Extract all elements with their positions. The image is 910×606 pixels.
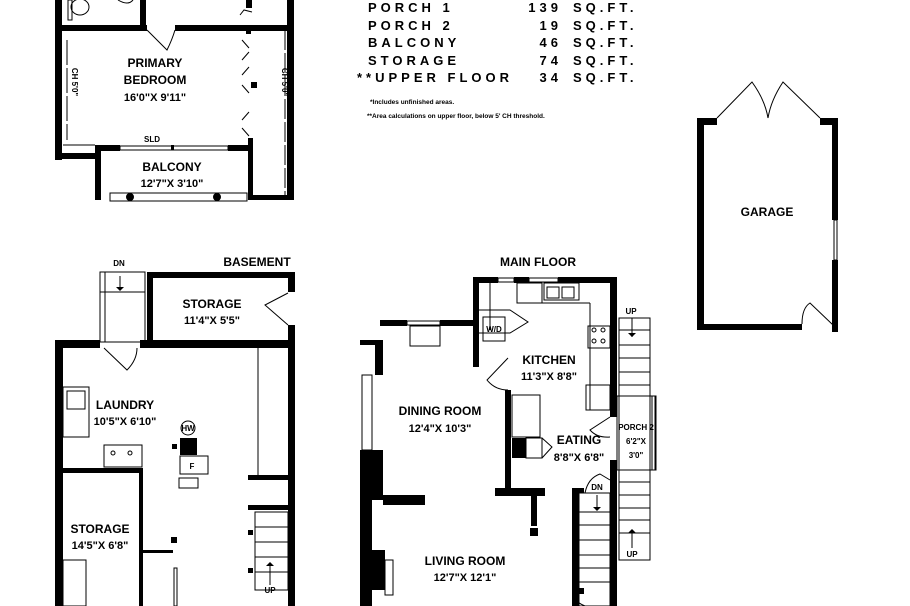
primary-bedroom-label: BEDROOM <box>124 73 187 87</box>
balcony-label: BALCONY <box>142 160 201 174</box>
area-label: PORCH 2 <box>368 18 454 33</box>
area-value: 19 <box>540 18 562 33</box>
stair-down-label: DN <box>113 259 125 268</box>
area-label: PORCH 1 <box>368 0 454 15</box>
interior-stairs <box>572 473 611 606</box>
living-room-label: LIVING ROOM <box>425 554 506 568</box>
kitchen-label: KITCHEN <box>522 353 575 367</box>
basement: BASEMENT DN STORAGE 11'4"X 5'5" LAUNDRY … <box>55 255 295 606</box>
area-value: 74 <box>540 53 562 68</box>
basement-stairs <box>248 511 289 591</box>
garage-label: GARAGE <box>741 205 794 219</box>
area-unit: SQ.FT. <box>573 0 637 15</box>
area-value: 46 <box>540 35 562 50</box>
primary-bedroom-dims: 16'0"X 9'11" <box>124 92 186 104</box>
laundry-dims: 10'5"X 6'10" <box>94 416 157 428</box>
washer-dryer-label: W/D <box>486 325 502 334</box>
storage-bottom-dims: 14'5"X 6'8" <box>72 540 129 552</box>
area-value: 34 <box>540 70 562 85</box>
ceiling-height-label: CH 5'0" <box>280 68 289 97</box>
main-floor-title: MAIN FLOOR <box>500 255 576 269</box>
storage-top-label: STORAGE <box>182 297 241 311</box>
stair-down-label: DN <box>591 483 603 492</box>
area-table: PORCH 1 139 SQ.FT. PORCH 2 19 SQ.FT. BAL… <box>357 0 637 120</box>
sliding-door-label: SLD <box>144 135 160 144</box>
furnace-label: F <box>190 462 195 471</box>
area-label: STORAGE <box>368 53 460 68</box>
area-value: 139 <box>528 0 562 15</box>
storage-bottom-label: STORAGE <box>70 522 129 536</box>
area-unit: SQ.FT. <box>573 18 637 33</box>
area-unit: SQ.FT. <box>573 70 637 85</box>
living-room-dims: 12'7"X 12'1" <box>434 572 497 584</box>
storage-top-dims: 11'4"X 5'5" <box>184 315 240 327</box>
ceiling-height-label: CH 5'0" <box>70 68 79 97</box>
porch-stairs <box>616 317 657 561</box>
note: *Includes unfinished areas. <box>370 99 454 106</box>
primary-bedroom-label: PRIMARY <box>128 56 183 70</box>
area-unit: SQ.FT. <box>573 35 637 50</box>
stair-up-label: UP <box>625 307 637 316</box>
basement-title: BASEMENT <box>223 255 291 269</box>
main-floor: MAIN FLOOR W/D KITCHEN 11'3"X 8'8" <box>360 255 657 606</box>
upper-floor: PRIMARY BEDROOM 16'0"X 9'11" CH 5'0" CH … <box>55 0 294 202</box>
balcony-dims: 12'7"X 3'10" <box>141 178 204 190</box>
garage: GARAGE <box>697 81 838 332</box>
porch2-dims: 6'2"X <box>626 437 647 446</box>
water-heater-label: HW <box>181 424 195 433</box>
stair-up-label: UP <box>264 586 276 595</box>
area-label: **UPPER FLOOR <box>357 70 513 85</box>
area-unit: SQ.FT. <box>573 53 637 68</box>
dining-room-dims: 12'4"X 10'3" <box>409 423 472 435</box>
eating-dims: 8'8"X 6'8" <box>554 452 605 464</box>
stair-up-label: UP <box>626 550 638 559</box>
eating-label: EATING <box>557 433 601 447</box>
area-label: BALCONY <box>368 35 460 50</box>
laundry-label: LAUNDRY <box>96 398 154 412</box>
porch2-dims: 3'0" <box>629 451 644 460</box>
kitchen-dims: 11'3"X 8'8" <box>521 371 577 383</box>
note: **Area calculations on upper floor, belo… <box>367 113 545 120</box>
dining-room-label: DINING ROOM <box>399 404 482 418</box>
porch2-label: PORCH 2 <box>618 423 654 432</box>
